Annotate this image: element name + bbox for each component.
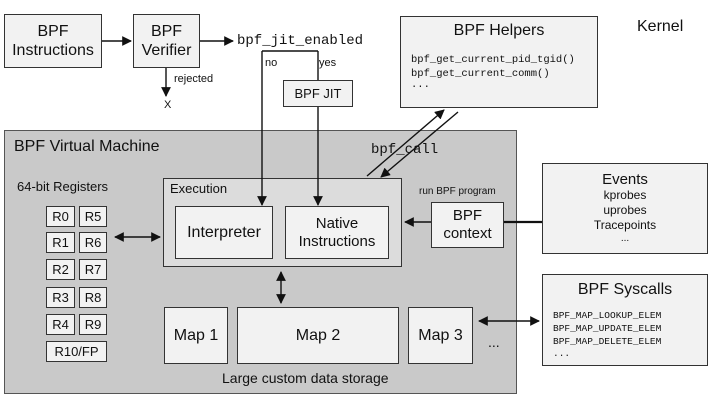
arrow-bpf-call-to-helpers bbox=[366, 109, 445, 177]
bpf-verifier-box: BPF Verifier bbox=[133, 14, 200, 68]
bpf-context-label: BPF context bbox=[443, 207, 492, 242]
bpf-context-box: BPF context bbox=[431, 202, 504, 248]
run-program-label: run BPF program bbox=[419, 186, 496, 197]
register-r7: R7 bbox=[79, 259, 107, 280]
map-3-box: Map 3 bbox=[408, 307, 473, 364]
map-1-box: Map 1 bbox=[164, 307, 228, 364]
register-r5: R5 bbox=[79, 206, 107, 227]
helper-item: bpf_get_current_comm() bbox=[411, 68, 550, 80]
register-r10-fp: R10/FP bbox=[46, 341, 107, 362]
rejected-label: rejected bbox=[174, 73, 214, 85]
syscall-item: BPF_MAP_LOOKUP_ELEM bbox=[553, 310, 662, 321]
syscall-item: BPF_MAP_UPDATE_ELEM bbox=[553, 323, 662, 334]
x-mark: X bbox=[164, 99, 172, 111]
yes-label: yes bbox=[319, 57, 337, 69]
vm-title: BPF Virtual Machine bbox=[14, 138, 160, 155]
bpf-instructions-box: BPF Instructions bbox=[4, 14, 102, 68]
events-title: Events bbox=[602, 171, 648, 188]
event-item: ... bbox=[620, 233, 630, 244]
registers-title: 64-bit Registers bbox=[17, 179, 109, 194]
map-3-label: Map 3 bbox=[418, 326, 463, 344]
interpreter-box: Interpreter bbox=[175, 206, 273, 259]
register-r8: R8 bbox=[79, 287, 107, 308]
register-r9: R9 bbox=[79, 314, 107, 335]
register-r3: R3 bbox=[46, 287, 75, 308]
syscalls-title: BPF Syscalls bbox=[577, 281, 673, 298]
bpf-jit-label: BPF JIT bbox=[294, 86, 342, 101]
map-1-label: Map 1 bbox=[173, 326, 219, 344]
bpf-instructions-label: BPF Instructions bbox=[12, 23, 94, 59]
bpf-syscalls-box: BPF Syscalls BPF_MAP_LOOKUP_ELEM BPF_MAP… bbox=[542, 274, 708, 366]
kernel-label: Kernel bbox=[637, 18, 684, 35]
bpf-call-label: bpf_call bbox=[371, 142, 439, 158]
event-item: uprobes bbox=[603, 203, 647, 217]
events-box: Events kprobes uprobes Tracepoints ... bbox=[542, 163, 708, 254]
register-r1: R1 bbox=[46, 232, 75, 253]
native-instructions-label: Native Instructions bbox=[298, 214, 376, 250]
bpf-jit-box: BPF JIT bbox=[283, 80, 353, 107]
native-instructions-box: Native Instructions bbox=[285, 206, 389, 259]
bpf-verifier-label: BPF Verifier bbox=[141, 23, 192, 59]
event-item: Tracepoints bbox=[593, 218, 657, 232]
arrow-helpers-to-bpf-call bbox=[380, 111, 459, 178]
interpreter-label: Interpreter bbox=[187, 223, 261, 241]
map-2-box: Map 2 bbox=[237, 307, 399, 364]
bpf-helpers-box: BPF Helpers bpf_get_current_pid_tgid() b… bbox=[400, 16, 598, 108]
syscall-item: ... bbox=[553, 348, 571, 359]
helper-item: bpf_get_current_pid_tgid() bbox=[411, 54, 575, 66]
jit-enabled-label: bpf_jit_enabled bbox=[237, 33, 364, 49]
syscall-item: BPF_MAP_DELETE_ELEM bbox=[553, 336, 662, 347]
no-label: no bbox=[265, 57, 278, 69]
register-r6: R6 bbox=[79, 232, 107, 253]
register-r2: R2 bbox=[46, 259, 75, 280]
map-2-label: Map 2 bbox=[295, 326, 341, 344]
helpers-title: BPF Helpers bbox=[453, 22, 545, 39]
register-r0: R0 bbox=[46, 206, 75, 227]
maps-more: ... bbox=[488, 334, 500, 350]
event-item: kprobes bbox=[603, 188, 647, 202]
register-r4: R4 bbox=[46, 314, 75, 335]
execution-label: Execution bbox=[170, 181, 228, 196]
helper-item: ... bbox=[411, 79, 430, 91]
storage-label: Large custom data storage bbox=[222, 370, 389, 386]
